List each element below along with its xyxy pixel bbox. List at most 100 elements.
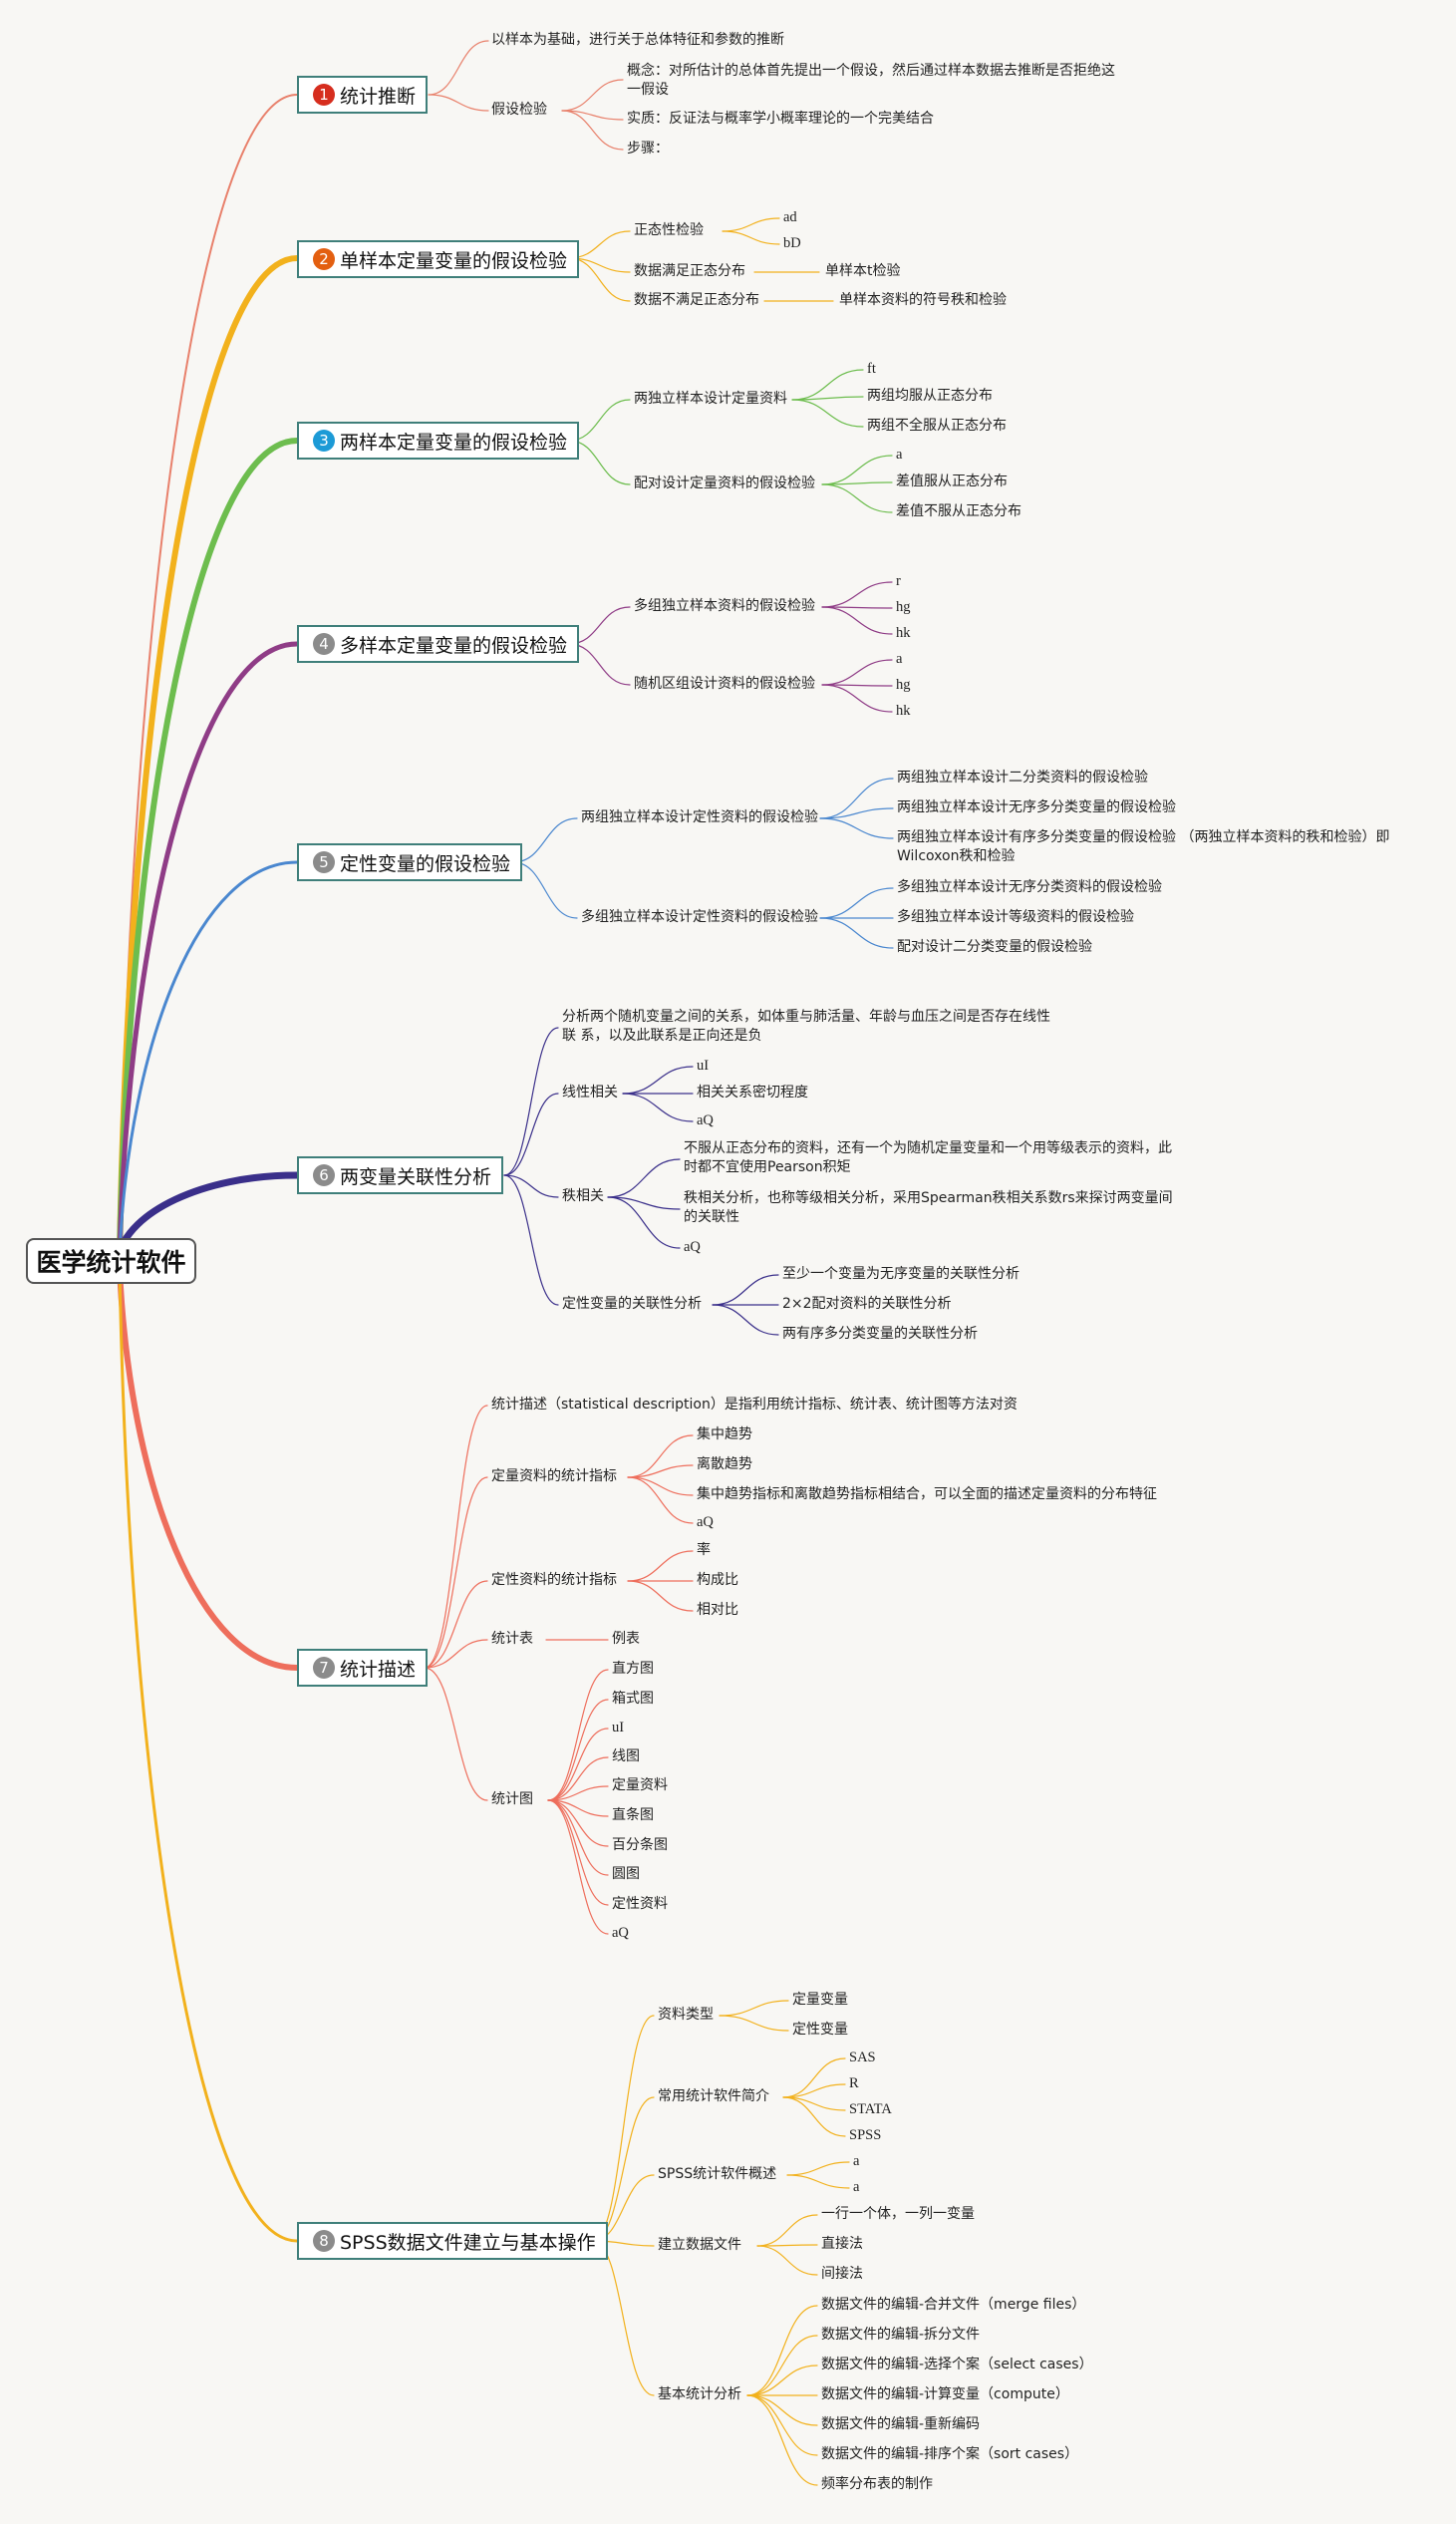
node-b7-relative[interactable]: 相对比: [697, 1602, 738, 1618]
node-b7-chart[interactable]: 统计图: [491, 1791, 533, 1807]
node-b2-non-normal[interactable]: 数据不满足正态分布: [634, 292, 759, 308]
node-b5-ordered-wilcoxon[interactable]: 两组独立样本设计有序多分类变量的假设检验 （两独立样本资料的秩和检验）即Wilc…: [897, 829, 1390, 864]
node-b4-hg2[interactable]: hg: [896, 677, 911, 693]
node-b4-r[interactable]: r: [896, 573, 901, 589]
node-b8-spss-overview[interactable]: SPSS统计软件概述: [658, 2166, 777, 2182]
node-b2-bd[interactable]: bD: [783, 235, 801, 251]
node-b3-ft[interactable]: ft: [867, 361, 876, 377]
node-b8-spss-a1[interactable]: a: [853, 2153, 860, 2169]
node-b7-chart-item[interactable]: 定性资料: [612, 1896, 668, 1912]
node-b8-analysis-item[interactable]: 频率分布表的制作: [821, 2476, 933, 2492]
node-b5-binary[interactable]: 两组独立样本设计二分类资料的假设检验: [897, 770, 1148, 786]
node-b6-ui[interactable]: uI: [697, 1058, 710, 1074]
node-b8-analysis-item[interactable]: 数据文件的编辑-合并文件（merge files）: [821, 2297, 1086, 2313]
node-b7-table[interactable]: 统计表: [491, 1631, 533, 1647]
topic-3[interactable]: 3 两样本定量变量的假设检验: [297, 422, 580, 460]
node-b6-rank[interactable]: 秩相关: [562, 1188, 604, 1204]
node-b8-data-type[interactable]: 资料类型: [658, 2007, 714, 2023]
node-b2-normal[interactable]: 数据满足正态分布: [634, 263, 745, 279]
node-b6-rank-aq[interactable]: aQ: [684, 1239, 701, 1255]
node-b7-chart-item[interactable]: uI: [612, 1720, 625, 1735]
node-b1-essence[interactable]: 实质：反证法与概率学小概率理论的一个完美结合: [627, 111, 934, 127]
topic-2[interactable]: 2 单样本定量变量的假设检验: [297, 240, 580, 278]
node-b7-chart-item[interactable]: 圆图: [612, 1866, 640, 1882]
node-b7-chart-item[interactable]: aQ: [612, 1925, 629, 1941]
node-b5-paired-binary[interactable]: 配对设计二分类变量的假设检验: [897, 939, 1092, 955]
topic-8[interactable]: 8 SPSS数据文件建立与基本操作: [297, 2222, 608, 2260]
node-b6-ordered-assoc[interactable]: 两有序多分类变量的关联性分析: [782, 1326, 978, 1342]
node-b2-signed-rank[interactable]: 单样本资料的符号秩和检验: [839, 292, 1007, 308]
node-b3-two-independent[interactable]: 两独立样本设计定量资料: [634, 391, 787, 407]
node-b7-chart-item[interactable]: 线图: [612, 1748, 640, 1764]
topic-4[interactable]: 4 多样本定量变量的假设检验: [297, 625, 580, 663]
node-b4-hk2[interactable]: hk: [896, 703, 911, 719]
topic-1[interactable]: 1 统计推断: [297, 76, 429, 114]
node-b7-combined[interactable]: 集中趋势指标和离散趋势指标相结合，可以全面的描述定量资料的分布特征: [697, 1486, 1157, 1502]
node-b6-rank-desc2[interactable]: 秩相关分析，也称等级相关分析，采用Spearman秩相关系数rs来探讨两变量间的…: [684, 1190, 1173, 1225]
node-b7-quant-indicators[interactable]: 定量资料的统计指标: [491, 1468, 617, 1484]
node-b8-basic-analysis[interactable]: 基本统计分析: [658, 2386, 741, 2402]
node-b8-analysis-item[interactable]: 数据文件的编辑-重新编码: [821, 2416, 981, 2432]
node-b7-chart-item[interactable]: 箱式图: [612, 1691, 654, 1707]
node-b5-multi-ordinal[interactable]: 多组独立样本设计等级资料的假设检验: [897, 909, 1134, 925]
node-b4-hk[interactable]: hk: [896, 625, 911, 641]
node-b4-multi-independent[interactable]: 多组独立样本资料的假设检验: [634, 598, 815, 614]
node-b6-2x2[interactable]: 2×2配对资料的关联性分析: [782, 1296, 952, 1312]
node-b8-qual-var[interactable]: 定性变量: [792, 2022, 848, 2038]
node-b6-unordered-assoc[interactable]: 至少一个变量为无序变量的关联性分析: [782, 1266, 1019, 1282]
node-b6-qual-assoc[interactable]: 定性变量的关联性分析: [562, 1296, 702, 1312]
node-b7-ratio[interactable]: 构成比: [697, 1572, 738, 1588]
node-b6-closeness[interactable]: 相关关系密切程度: [697, 1085, 808, 1101]
node-b4-randomized-block[interactable]: 随机区组设计资料的假设检验: [634, 676, 815, 692]
node-b4-hg[interactable]: hg: [896, 599, 911, 615]
node-b3-diff-not-normal[interactable]: 差值不服从正态分布: [896, 503, 1021, 519]
node-b3-a[interactable]: a: [896, 447, 903, 463]
node-b1-steps[interactable]: 步骤：: [627, 141, 669, 157]
node-b8-quant-var[interactable]: 定量变量: [792, 1992, 848, 2008]
node-b8-software-item[interactable]: SPSS: [849, 2127, 882, 2143]
node-b8-indirect[interactable]: 间接法: [821, 2266, 863, 2282]
node-b5-multi-group-qual[interactable]: 多组独立样本设计定性资料的假设检验: [581, 909, 818, 925]
node-b8-analysis-item[interactable]: 数据文件的编辑-排序个案（sort cases）: [821, 2446, 1079, 2462]
node-b6-linear[interactable]: 线性相关: [562, 1085, 618, 1101]
node-b6-aq[interactable]: aQ: [697, 1112, 714, 1128]
node-b1-sample-inference[interactable]: 以样本为基础，进行关于总体特征和参数的推断: [491, 32, 784, 48]
node-b3-not-all-normal[interactable]: 两组不全服从正态分布: [867, 418, 1007, 434]
node-b7-chart-item[interactable]: 直方图: [612, 1661, 654, 1677]
node-b8-software-item[interactable]: SAS: [849, 2050, 876, 2065]
node-b8-direct[interactable]: 直接法: [821, 2236, 863, 2252]
node-b7-aq[interactable]: aQ: [697, 1514, 714, 1530]
node-b7-chart-item[interactable]: 直条图: [612, 1807, 654, 1823]
root-node[interactable]: 医学统计软件: [26, 1238, 196, 1284]
node-b1-hypothesis-test[interactable]: 假设检验: [491, 102, 547, 118]
node-b7-chart-item[interactable]: 百分条图: [612, 1837, 668, 1853]
node-b8-analysis-item[interactable]: 数据文件的编辑-拆分文件: [821, 2327, 981, 2343]
node-b8-software-intro[interactable]: 常用统计软件简介: [658, 2088, 769, 2104]
node-b8-row-col[interactable]: 一行一个体，一列一变量: [821, 2206, 975, 2222]
node-b5-two-group-qual[interactable]: 两组独立样本设计定性资料的假设检验: [581, 809, 818, 825]
node-b2-t-test[interactable]: 单样本t检验: [825, 263, 901, 279]
node-b6-rank-desc1[interactable]: 不服从正态分布的资料，还有一个为随机定量变量和一个用等级表示的资料，此时都不宜使…: [684, 1140, 1172, 1175]
node-b1-concept[interactable]: 概念：对所估计的总体首先提出一个假设，然后通过样本数据去推断是否拒绝这一假设: [627, 63, 1115, 98]
node-b2-normality-test[interactable]: 正态性检验: [634, 222, 704, 238]
node-b4-a[interactable]: a: [896, 651, 903, 667]
node-b3-paired[interactable]: 配对设计定量资料的假设检验: [634, 475, 815, 491]
node-b5-unordered[interactable]: 两组独立样本设计无序多分类变量的假设检验: [897, 799, 1176, 815]
node-b7-chart-item[interactable]: 定量资料: [612, 1777, 668, 1793]
node-b3-both-normal[interactable]: 两组均服从正态分布: [867, 388, 993, 404]
topic-5[interactable]: 5 定性变量的假设检验: [297, 843, 523, 881]
node-b3-diff-normal[interactable]: 差值服从正态分布: [896, 473, 1008, 489]
node-b7-central[interactable]: 集中趋势: [697, 1426, 752, 1442]
node-b8-create-file[interactable]: 建立数据文件: [658, 2237, 741, 2253]
node-b8-analysis-item[interactable]: 数据文件的编辑-计算变量（compute）: [821, 2386, 1069, 2402]
node-b7-example-table[interactable]: 例表: [612, 1631, 640, 1647]
node-b6-intro[interactable]: 分析两个随机变量之间的关系，如体重与肺活量、年龄与血压之间是否存在线性联 系，以…: [562, 1009, 1050, 1044]
node-b8-analysis-item[interactable]: 数据文件的编辑-选择个案（select cases）: [821, 2357, 1093, 2372]
node-b8-software-item[interactable]: R: [849, 2075, 859, 2091]
node-b8-spss-a2[interactable]: a: [853, 2179, 860, 2195]
node-b7-rate[interactable]: 率: [697, 1542, 711, 1558]
node-b5-multi-unordered[interactable]: 多组独立样本设计无序分类资料的假设检验: [897, 879, 1162, 895]
node-b7-dispersion[interactable]: 离散趋势: [697, 1456, 752, 1472]
topic-6[interactable]: 6 两变量关联性分析: [297, 1156, 504, 1194]
node-b8-software-item[interactable]: STATA: [849, 2101, 892, 2117]
